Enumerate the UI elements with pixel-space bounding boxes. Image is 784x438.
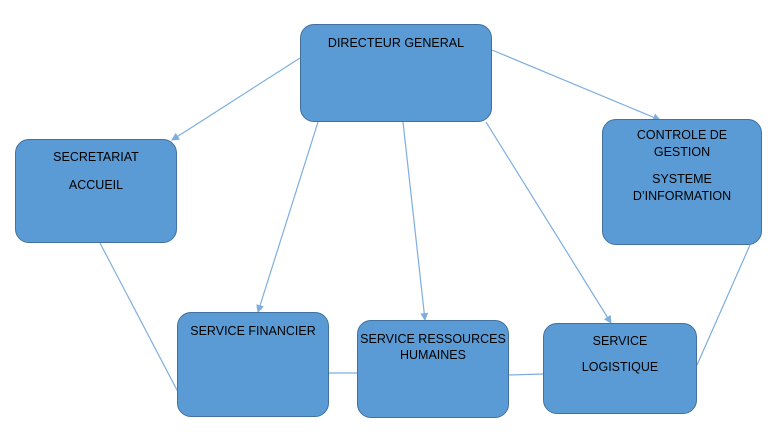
secretariat-box: SECRETARIAT ACCUEIL — [15, 139, 177, 243]
service-label: SERVICE — [592, 334, 648, 348]
controle-de-gestion-box: CONTROLE DE GESTION SYSTEME D’INFORMATIO… — [602, 119, 762, 245]
arrow-directeur-to-logistique — [485, 121, 612, 324]
line-secretariat-to-financier — [99, 242, 179, 393]
accueil-label: ACCUEIL — [68, 178, 124, 192]
controle-de-label: CONTROLE DE — [636, 128, 728, 142]
arrow-directeur-to-financier — [256, 121, 319, 313]
humaines-label: HUMAINES — [400, 348, 466, 362]
service-financier-box: SERVICE FINANCIER — [177, 312, 329, 417]
secretariat-label: SECRETARIAT — [53, 150, 139, 164]
arrow-directeur-to-controle — [491, 49, 661, 121]
systeme-label: SYSTEME — [652, 172, 712, 186]
arrow-directeur-to-secretariat — [171, 57, 301, 141]
line-controle-to-logistique — [696, 244, 751, 366]
directeur-general-label: DIRECTEUR GENERAL — [327, 36, 465, 50]
information-label: D’INFORMATION — [632, 189, 732, 203]
service-logistique-box: SERVICE LOGISTIQUE — [543, 323, 697, 414]
gestion-label: GESTION — [653, 145, 711, 159]
line-rh-to-logistique — [508, 373, 544, 376]
arrow-directeur-to-rh — [402, 121, 429, 321]
service-ressources-humaines-box: SERVICE RESSOURCES HUMAINES — [357, 320, 509, 418]
directeur-general-box: DIRECTEUR GENERAL — [300, 24, 492, 122]
service-ressources-label: SERVICE RESSOURCES — [360, 332, 506, 346]
logistique-label: LOGISTIQUE — [581, 360, 659, 374]
service-financier-label: SERVICE FINANCIER — [190, 324, 316, 338]
